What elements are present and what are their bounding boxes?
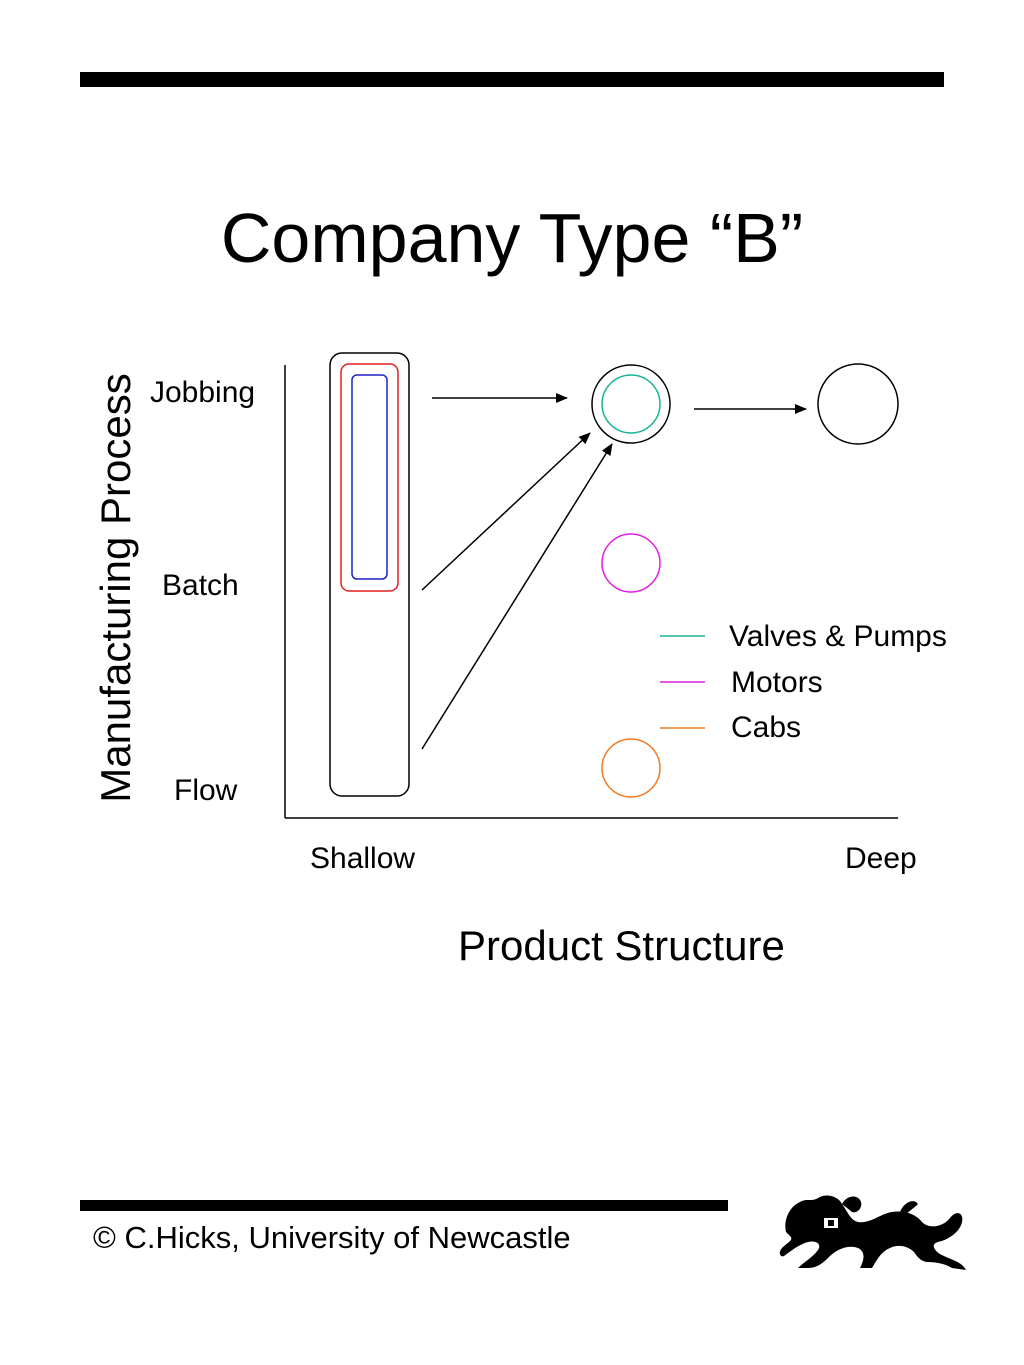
y-tick-jobbing: Jobbing — [150, 376, 256, 409]
valves-pumps-circle — [601, 374, 661, 434]
y-axis-label: Manufacturing Process — [92, 373, 139, 803]
legend-label-motors: Motors — [731, 666, 823, 699]
y-tick-flow: Flow — [174, 774, 238, 807]
range-box-blue — [351, 374, 388, 580]
deep-jobbing-circle — [817, 363, 899, 445]
motors-circle — [601, 533, 661, 593]
range-box-outer — [329, 352, 410, 797]
cabs-circle — [601, 738, 661, 798]
x-tick-shallow: Shallow — [310, 842, 416, 875]
x-axis-label: Product Structure — [458, 922, 785, 969]
footer-rule — [80, 1200, 728, 1211]
arrow-flow-to-mid — [421, 443, 613, 750]
y-tick-batch: Batch — [162, 569, 239, 602]
legend-label-valves-pumps: Valves & Pumps — [729, 620, 947, 653]
x-tick-deep: Deep — [845, 842, 917, 875]
lion-crest-icon — [779, 1195, 966, 1270]
arrow-batch-to-mid — [421, 432, 591, 591]
valves-pumps-outer-circle — [591, 364, 671, 444]
range-box-red — [340, 363, 399, 592]
page-title: Company Type “B” — [220, 199, 804, 277]
copyright-footer: © C.Hicks, University of Newcastle — [93, 1220, 571, 1255]
legend-label-cabs: Cabs — [731, 711, 802, 744]
top-rule — [80, 72, 944, 87]
